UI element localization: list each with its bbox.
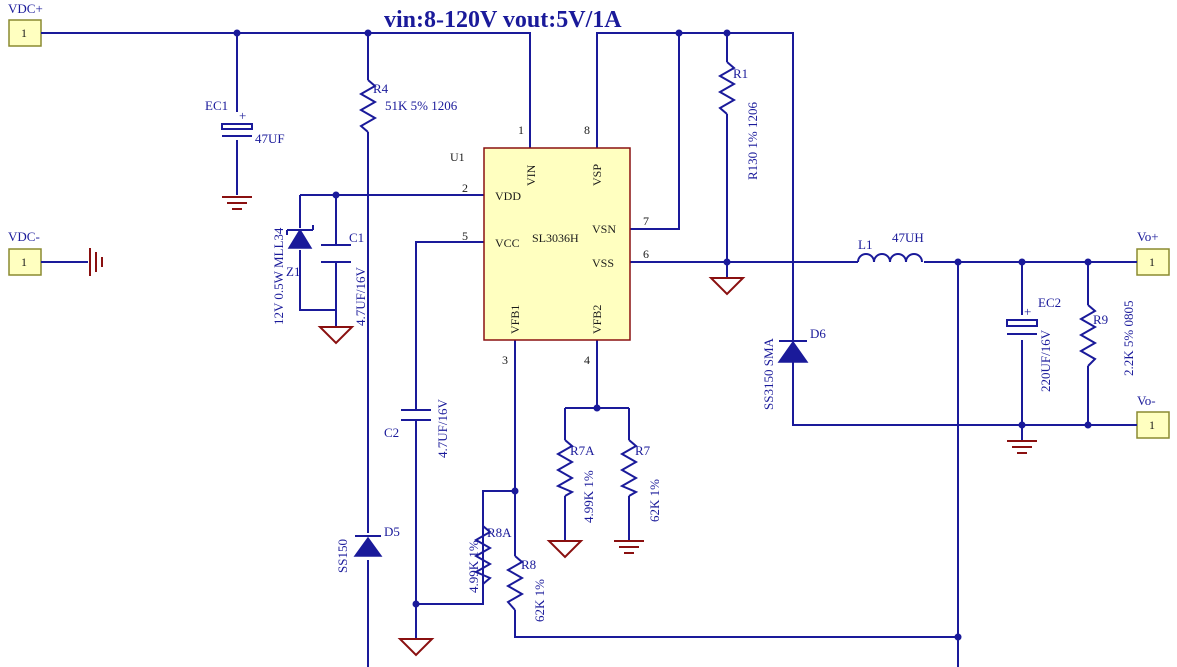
junctions (233, 29, 1092, 641)
resistor-r8: R8 62K 1% (505, 555, 547, 622)
ic-pin-num-3: 3 (502, 353, 508, 367)
resistor-r7a: R7A 4.99K 1% (555, 439, 596, 523)
ic-pin-vsn: VSN (592, 222, 616, 236)
z1-ref: Z1 (286, 264, 300, 279)
r4-ref: R4 (373, 81, 389, 96)
r1-ref: R1 (733, 66, 748, 81)
port-vo-plus: Vo+ 1 (1136, 229, 1170, 276)
ground-symbol-r7 (614, 540, 644, 554)
inductor-l1: L1 47UH (857, 230, 924, 263)
ec1-plus: + (239, 108, 246, 123)
port-vdc-minus-num: 1 (21, 255, 27, 269)
diode-d5: D5 SS150 (335, 524, 400, 573)
capacitor-ec1: + EC1 47UF (205, 98, 285, 146)
ground-triangle-z1 (317, 326, 355, 345)
ic-pin-num-4: 4 (584, 353, 590, 367)
ground-triangle-c2 (397, 638, 435, 657)
c1-value: 4.7UF/16V (353, 267, 368, 326)
r7-ref: R7 (635, 443, 651, 458)
c2-value: 4.7UF/16V (435, 399, 450, 458)
ic-u1-body (483, 147, 631, 341)
r9-value: 2.2K 5% 0805 (1121, 301, 1136, 376)
r1-value: R130 1% 1206 (745, 102, 760, 181)
capacitor-c1: C1 4.7UF/16V (321, 230, 368, 326)
d5-value: SS150 (335, 539, 350, 573)
port-vo-plus-num: 1 (1149, 255, 1155, 269)
capacitor-c2: C2 4.7UF/16V (384, 399, 450, 458)
port-vo-minus: Vo- 1 (1136, 393, 1170, 439)
ic-pin-vfb2: VFB2 (590, 305, 604, 334)
d6-value: SS3150 SMA (761, 338, 776, 410)
l1-ref: L1 (858, 237, 872, 252)
port-vdc-plus: VDC+ 1 (8, 1, 43, 47)
l1-value: 47UH (892, 230, 924, 245)
zener-z1: Z1 12V 0.5W MLL34 (271, 225, 314, 325)
port-vdc-minus: VDC- 1 (8, 229, 42, 276)
ic-pin-vdd: VDD (495, 189, 521, 203)
ic-u1-ref: U1 (450, 150, 465, 164)
capacitor-ec2: + EC2 220UF/16V (1006, 295, 1061, 392)
ec2-ref: EC2 (1038, 295, 1061, 310)
diode-d6: D6 SS3150 SMA (761, 326, 826, 410)
ic-pin-num-2: 2 (462, 181, 468, 195)
port-vdc-minus-label: VDC- (8, 229, 40, 244)
ic-pin-num-7: 7 (643, 214, 649, 228)
r4-value: 51K 5% 1206 (385, 98, 458, 113)
ic-u1-part: SL3036H (532, 231, 579, 245)
r8a-ref: R8A (487, 525, 512, 540)
ec2-value: 220UF/16V (1038, 329, 1053, 392)
ec2-plus: + (1024, 304, 1031, 319)
ic-pin-vss: VSS (592, 256, 614, 270)
r7a-value: 4.99K 1% (581, 470, 596, 523)
port-vdc-plus-num: 1 (21, 26, 27, 40)
wires (41, 32, 1137, 667)
r8a-value: 4.99K 1% (466, 540, 481, 593)
ground-triangle-r7a (546, 540, 584, 559)
ic-pin-num-5: 5 (462, 229, 468, 243)
resistor-r7: R7 62K 1% (619, 439, 662, 522)
ground-symbol-ec2 (1007, 440, 1037, 454)
resistor-r9: R9 2.2K 5% 0805 (1078, 301, 1136, 376)
ic-pin-num-6: 6 (643, 247, 649, 261)
ic-pin-vcc: VCC (495, 236, 520, 250)
c1-ref: C1 (349, 230, 364, 245)
ground-triangle-r1 (708, 277, 746, 296)
resistor-r4: R4 51K 5% 1206 (358, 79, 458, 133)
r9-ref: R9 (1093, 312, 1108, 327)
port-vdc-plus-label: VDC+ (8, 1, 43, 16)
c2-ref: C2 (384, 425, 399, 440)
ec1-value: 47UF (255, 131, 285, 146)
z1-value: 12V 0.5W MLL34 (271, 227, 286, 325)
schematic-title: vin:8-120V vout:5V/1A (384, 7, 622, 33)
ground-symbol-vdc-minus (89, 248, 103, 276)
r8-ref: R8 (521, 557, 536, 572)
ec1-ref: EC1 (205, 98, 228, 113)
ic-pin-num-8: 8 (584, 123, 590, 137)
d6-ref: D6 (810, 326, 826, 341)
r7-value: 62K 1% (647, 479, 662, 522)
d5-ref: D5 (384, 524, 400, 539)
port-vo-minus-label: Vo- (1137, 393, 1156, 408)
ic-u1: U1 SL3036H VDD VCC VSN VSS VIN VSP VFB1 … (450, 123, 649, 367)
r7a-ref: R7A (570, 443, 595, 458)
ic-pin-vfb1: VFB1 (508, 305, 522, 334)
ic-pin-num-1: 1 (518, 123, 524, 137)
ic-pin-vsp: VSP (590, 164, 604, 186)
r8-value: 62K 1% (532, 579, 547, 622)
port-vo-minus-num: 1 (1149, 418, 1155, 432)
ground-symbol-ec1 (222, 196, 252, 210)
port-vo-plus-label: Vo+ (1137, 229, 1159, 244)
ic-pin-vin: VIN (524, 164, 538, 186)
resistor-r1: R1 R130 1% 1206 (717, 61, 760, 181)
resistor-r8a: R8A 4.99K 1% (466, 525, 512, 593)
